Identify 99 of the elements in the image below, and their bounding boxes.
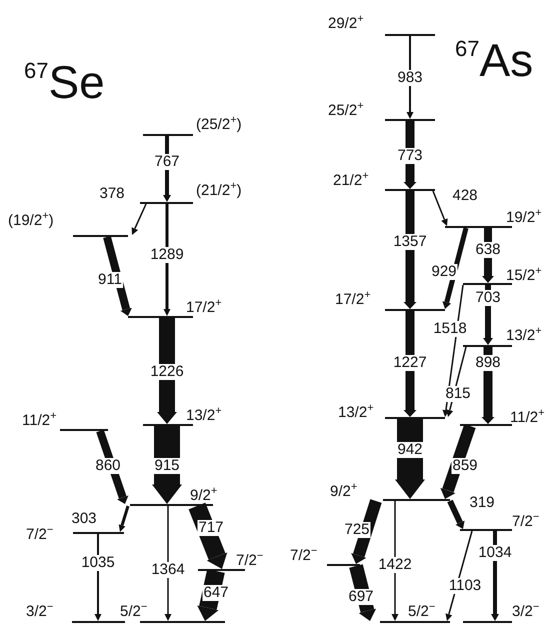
transition-energy-label: 1227 <box>392 355 428 371</box>
nucleus-title: $^{67}$As <box>455 36 534 88</box>
gamma-transition-arrow <box>132 204 147 235</box>
gamma-transition-arrow <box>118 506 130 532</box>
gamma-transition-arrow <box>351 499 382 564</box>
level-line <box>445 226 512 228</box>
spin-parity-label: 21/2$^{+}$ <box>333 173 369 190</box>
gamma-transition-arrow <box>395 419 425 499</box>
spin-parity-label: 7/2$^{−}$ <box>512 514 540 531</box>
spin-parity-label: 11/2$^{+}$ <box>510 410 545 427</box>
level-line <box>460 529 512 531</box>
gamma-transition-arrow <box>349 564 376 621</box>
spin-parity-label: 9/2$^{+}$ <box>190 488 218 505</box>
gamma-transition-arrow <box>404 121 416 189</box>
transition-energy-label: 697 <box>347 589 375 605</box>
spin-parity-label: 13/2$^{+}$ <box>506 328 542 345</box>
spin-parity-label: 13/2$^{+}$ <box>186 408 222 425</box>
spin-parity-label: 3/2$^{−}$ <box>512 604 540 621</box>
transition-energy-label: 717 <box>197 520 225 536</box>
spin-parity-label: 25/2$^{+}$ <box>328 103 364 120</box>
spin-parity-label: 29/2$^{+}$ <box>328 16 364 33</box>
level-line <box>385 417 445 419</box>
level-line <box>460 424 512 426</box>
gamma-transition-arrow <box>152 426 182 504</box>
level-line <box>198 569 245 571</box>
gamma-transition-arrow <box>188 502 228 569</box>
transition-energy-label: 1226 <box>149 364 185 380</box>
level-line <box>383 499 450 501</box>
transition-energy-label: 915 <box>153 458 181 474</box>
level-line <box>385 309 445 311</box>
gamma-transition-arrow <box>157 318 177 424</box>
transition-energy-label: 767 <box>153 154 181 170</box>
gamma-transition-arrow <box>447 500 465 529</box>
transition-energy-label: 773 <box>396 148 424 164</box>
spin-parity-label: (25/2$^{+}$) <box>196 117 242 134</box>
transition-energy-label: 860 <box>94 458 122 474</box>
level-line <box>130 504 213 506</box>
gamma-transition-arrow <box>197 569 225 621</box>
level-line <box>463 621 512 623</box>
level-line <box>143 134 193 136</box>
level-line <box>73 235 128 237</box>
transition-energy-label: 929 <box>430 264 458 280</box>
level-line <box>128 316 193 318</box>
transition-energy-label: 983 <box>396 70 424 86</box>
level-line <box>143 424 193 426</box>
level-line <box>140 202 193 204</box>
gamma-transition-arrow <box>442 227 468 309</box>
transition-energy-label: 1357 <box>392 234 428 250</box>
spin-parity-label: (19/2$^{+}$) <box>8 213 54 230</box>
spin-parity-label: 9/2$^{+}$ <box>330 484 358 501</box>
gamma-transition-arrow <box>404 311 416 417</box>
transition-energy-label: 1364 <box>150 562 186 578</box>
transition-energy-label: 1518 <box>432 321 468 337</box>
transition-energy-label: 638 <box>474 242 502 258</box>
nucleus-title: $^{67}$Se <box>24 58 105 110</box>
level-line <box>385 34 435 36</box>
spin-parity-label: 7/2$^{−}$ <box>236 553 264 570</box>
spin-parity-label: 11/2$^{+}$ <box>22 413 57 430</box>
spin-parity-label: 7/2$^{−}$ <box>26 527 54 544</box>
transition-energy-label: 859 <box>451 458 479 474</box>
gamma-transition-arrow <box>432 190 448 226</box>
spin-parity-label: 17/2$^{+}$ <box>186 300 222 317</box>
transition-energy-label: 942 <box>396 442 424 458</box>
transition-energy-label: 898 <box>474 355 502 371</box>
level-line <box>385 189 435 191</box>
spin-parity-label: 15/2$^{+}$ <box>506 268 542 285</box>
level-line <box>380 621 450 623</box>
level-line <box>73 532 124 534</box>
spin-parity-label: 5/2$^{−}$ <box>120 604 148 621</box>
level-line <box>140 621 225 623</box>
level-line <box>60 429 108 431</box>
spin-parity-label: 3/2$^{−}$ <box>26 604 54 621</box>
spin-parity-label: 5/2$^{−}$ <box>408 604 436 621</box>
transition-energy-label: 1103 <box>448 578 482 594</box>
gamma-transition-arrow <box>164 204 170 316</box>
spin-parity-label: 7/2$^{−}$ <box>290 548 318 565</box>
gamma-transition-arrow <box>96 430 128 504</box>
level-line <box>463 283 512 285</box>
transition-energy-label: 725 <box>343 522 371 538</box>
transition-energy-label: 911 <box>97 272 123 288</box>
gamma-transition-arrow <box>440 424 476 499</box>
transition-energy-label: 1289 <box>149 247 185 263</box>
transition-energy-label: 1035 <box>80 555 116 571</box>
transition-energy-label: 1034 <box>477 545 513 561</box>
gamma-transition-arrow <box>482 347 494 424</box>
gamma-transition-arrow <box>103 236 132 316</box>
transition-energy-label: 815 <box>444 386 472 402</box>
spin-parity-label: 19/2$^{+}$ <box>506 210 542 227</box>
spin-parity-label: (21/2$^{+}$) <box>196 183 242 200</box>
gamma-transition-arrow <box>404 191 416 309</box>
level-line <box>327 564 360 566</box>
level-line <box>72 621 125 623</box>
spin-parity-label: 13/2$^{+}$ <box>338 405 374 422</box>
spin-parity-label: 17/2$^{+}$ <box>335 292 371 309</box>
level-line <box>385 119 435 121</box>
transition-energy-label: 1422 <box>377 557 413 573</box>
transition-energy-label: 703 <box>474 290 502 306</box>
level-line <box>463 345 512 347</box>
transition-energy-label: 647 <box>202 585 230 601</box>
